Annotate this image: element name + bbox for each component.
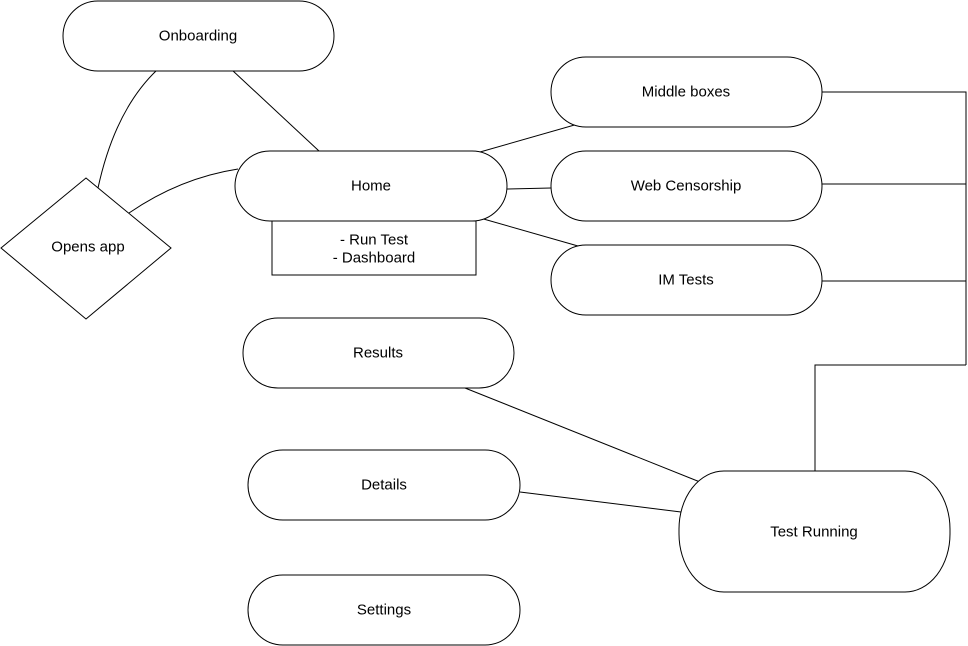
- web-censorship-label: Web Censorship: [631, 178, 742, 195]
- edge-opens-app-to-home: [128, 168, 239, 214]
- edge-bus-to-test-running: [814, 364, 966, 471]
- details-node[interactable]: Details: [247, 449, 521, 521]
- im-tests-label: IM Tests: [658, 272, 714, 289]
- edge-onboarding-to-home: [231, 69, 320, 152]
- home-note-run-test: - Run Test: [340, 232, 409, 249]
- edge-middle-boxes-to-bus: [822, 91, 967, 365]
- middle-boxes-node[interactable]: Middle boxes: [550, 56, 823, 128]
- edges: [97, 69, 967, 513]
- settings-label: Settings: [357, 602, 411, 619]
- results-node[interactable]: Results: [242, 317, 515, 389]
- home-label: Home: [351, 178, 391, 195]
- middle-boxes-label: Middle boxes: [642, 84, 730, 101]
- web-censorship-node[interactable]: Web Censorship: [550, 150, 823, 222]
- details-label: Details: [361, 477, 407, 494]
- opens-app-label: Opens app: [51, 239, 124, 256]
- home-note-box: - Run Test - Dashboard: [271, 220, 477, 276]
- test-running-label: Test Running: [770, 524, 858, 541]
- edge-results-to-test-running: [464, 387, 706, 485]
- test-running-node[interactable]: Test Running: [678, 470, 951, 593]
- opens-app-node[interactable]: Opens app: [0, 177, 172, 320]
- edge-details-to-test-running: [519, 491, 682, 513]
- edge-home-to-middle-boxes: [479, 123, 579, 153]
- onboarding-node[interactable]: Onboarding: [62, 0, 335, 72]
- edge-home-to-im-tests: [479, 217, 579, 247]
- home-node[interactable]: Home: [234, 150, 508, 222]
- edge-home-to-web-censorship: [506, 187, 552, 190]
- edge-opens-app-to-onboarding: [97, 69, 158, 189]
- onboarding-label: Onboarding: [159, 28, 237, 45]
- results-label: Results: [353, 345, 403, 362]
- home-note-dashboard: - Dashboard: [333, 250, 416, 267]
- settings-node[interactable]: Settings: [247, 574, 521, 646]
- im-tests-node[interactable]: IM Tests: [550, 244, 823, 316]
